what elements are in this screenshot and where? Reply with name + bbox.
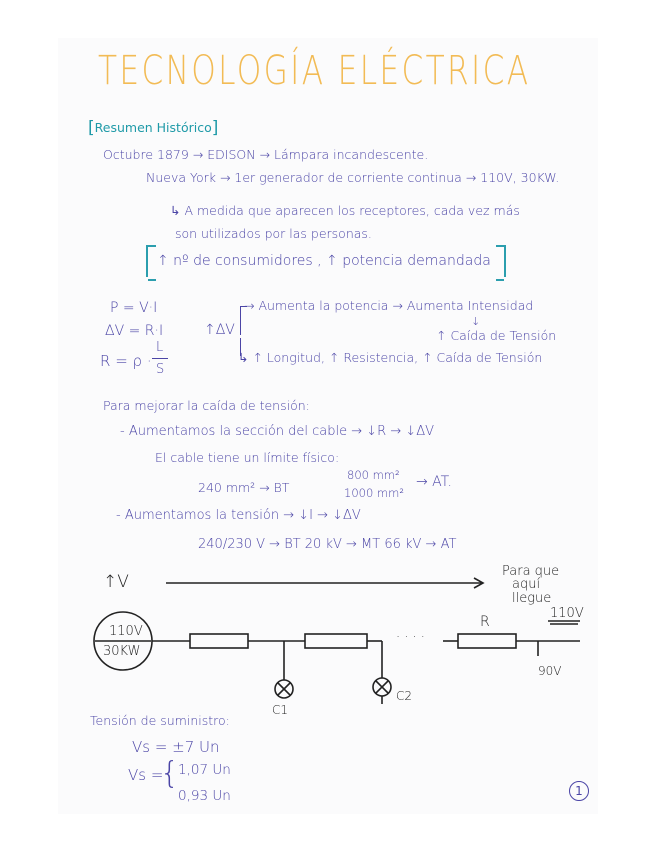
supply-heading: Tensión de suministro:	[90, 713, 230, 728]
section-label: [Resumen Histórico]	[88, 118, 219, 138]
delta-v-label: ↑ΔV	[204, 322, 235, 338]
formula-resistance-denominator: S	[156, 362, 165, 377]
note-110v: 110V	[550, 606, 584, 621]
note-para-que: Para que	[502, 564, 560, 579]
note-aqui: aquí	[512, 577, 541, 592]
end-voltage: 90V	[538, 664, 562, 678]
improve-cable-limit: El cable tiene un límite físico:	[155, 450, 340, 465]
resistor-label: R	[480, 614, 490, 630]
at-section-800: 800 mm²	[347, 468, 400, 482]
voltage-arrow-label: ↑V	[103, 572, 129, 592]
history-line-receptores: ↳ A medida que aparecen los receptores, …	[170, 203, 520, 218]
improve-heading: Para mejorar la caída de tensión:	[103, 398, 310, 413]
supply-min: 0,93 Un	[178, 788, 231, 804]
branch-potencia-result: ↑ Caída de Tensión	[436, 328, 557, 343]
page-number: 1	[569, 781, 589, 801]
generator-voltage: 110V	[109, 624, 143, 639]
branch-longitud: ↳ ↑ Longitud, ↑ Resistencia, ↑ Caída de …	[238, 350, 543, 365]
formula-voltage-drop: ΔV = R·I	[105, 323, 164, 339]
history-line-newyork: Nueva York → 1er generador de corriente …	[146, 170, 560, 185]
voltage-levels: 240/230 V → BT 20 kV → MT 66 kV → AT	[198, 537, 457, 552]
supply-vs-label: Vs =	[128, 766, 164, 784]
formula-power: P = V·I	[110, 300, 158, 316]
supply-brace: {	[160, 756, 180, 791]
improve-item-section: - Aumentamos la sección del cable → ↓R →…	[120, 424, 435, 439]
history-line-edison: Octubre 1879 → EDISON → Lámpara incandes…	[103, 147, 429, 162]
page-title: TECNOLOGÍA ELÉCTRICA	[98, 48, 531, 94]
formula-resistance-numerator: L	[156, 340, 164, 355]
branch-bracket-bottom	[240, 338, 247, 356]
continuation-dots: · · · ·	[396, 630, 425, 645]
note-llegue: llegue	[512, 591, 552, 606]
improve-item-voltage: - Aumentamos la tensión → ↓I → ↓ΔV	[116, 508, 361, 523]
branch-potencia: → Aumenta la potencia → Aumenta Intensid…	[244, 298, 534, 313]
boxed-summary: ↑ nº de consumidores , ↑ potencia demand…	[157, 253, 491, 269]
branch-bracket-top	[240, 306, 247, 335]
generator-power: 30KW	[103, 644, 141, 659]
at-arrow: → AT.	[416, 474, 453, 490]
supply-tolerance: Vs = ±7 Un	[132, 738, 220, 756]
boxed-summary-frame	[146, 245, 506, 281]
history-line-personas: son utilizados por las personas.	[175, 226, 372, 241]
load-c1-label: C1	[272, 703, 289, 717]
supply-max: 1,07 Un	[178, 762, 231, 778]
load-c2-label: C2	[396, 689, 413, 703]
bt-section: 240 mm² → BT	[198, 480, 290, 495]
formula-resistance: R = ρ ·	[100, 352, 152, 370]
at-section-1000: 1000 mm²	[344, 486, 404, 500]
fraction-bar	[152, 358, 168, 359]
down-arrow: ↓	[471, 315, 481, 328]
notebook-page	[58, 38, 598, 814]
